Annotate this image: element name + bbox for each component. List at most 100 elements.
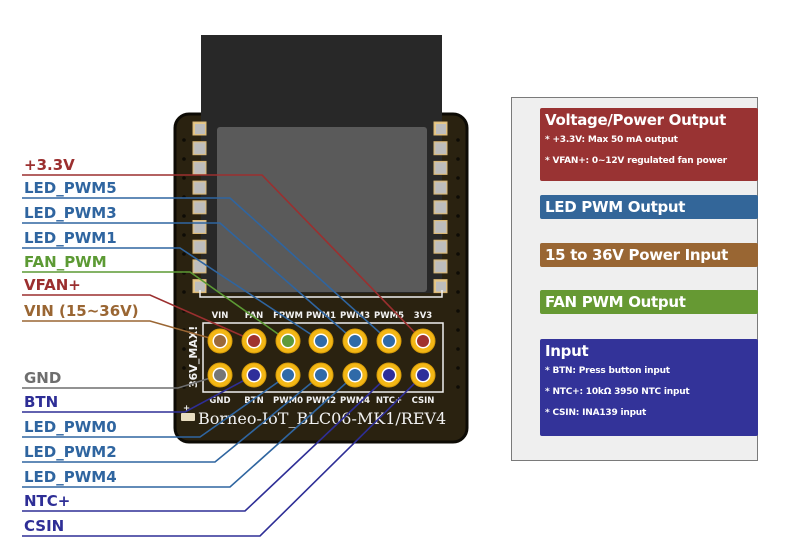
- module-pad-center: [436, 183, 446, 194]
- pin-label-vfan-: VFAN+: [24, 276, 81, 294]
- legend-led-pwm-output: LED PWM Output: [540, 195, 758, 219]
- silk-label-top: PWM1: [306, 311, 336, 321]
- leader-line-led-pwm2: [22, 374, 322, 463]
- silk-label-top: PWM5: [374, 311, 404, 321]
- via: [456, 252, 460, 256]
- leader-line-ntc-: [22, 374, 390, 512]
- leader-line-led-pwm5: [22, 197, 390, 342]
- leader-line-fan-pwm: [22, 271, 289, 342]
- silk-bracket: [199, 290, 443, 298]
- module-pad-center: [195, 281, 205, 292]
- via: [456, 347, 460, 351]
- silk-label-bottom: NTC+: [376, 396, 402, 406]
- via: [456, 271, 460, 275]
- silk-label-top: 3V3: [414, 311, 432, 321]
- module-pads: [192, 121, 448, 294]
- module-pad-center: [436, 202, 446, 213]
- leader-line-gnd: [22, 374, 221, 389]
- legend-input: Input * BTN: Press button input * NTC+: …: [540, 339, 758, 436]
- pin-labels: +3.3VLED_PWM5LED_PWM3LED_PWM1FAN_PWMVFAN…: [24, 156, 139, 535]
- pin-label-ntc-: NTC+: [24, 492, 70, 510]
- via: [456, 328, 460, 332]
- pin-label-btn: BTN: [24, 393, 58, 411]
- silk-label-bottom: GND: [209, 396, 230, 406]
- module-pad-center: [436, 261, 446, 272]
- pin-marker: [315, 335, 327, 347]
- via: [456, 290, 460, 294]
- legend-led-pwm-title: LED PWM Output: [545, 198, 686, 216]
- via: [456, 176, 460, 180]
- pin-marker: [417, 369, 429, 381]
- module-pad-center: [195, 143, 205, 154]
- via: [456, 366, 460, 370]
- legend-voltage-note-vfan: * VFAN+: 0~12V regulated fan power: [545, 156, 727, 166]
- pin-marker: [315, 369, 327, 381]
- pin-label-vin-15-36v-: VIN (15~36V): [24, 302, 139, 320]
- module-pad-center: [436, 222, 446, 233]
- via: [182, 157, 186, 161]
- leader-line-csin: [22, 374, 424, 537]
- module-pad-center: [195, 183, 205, 194]
- via: [182, 176, 186, 180]
- module-pad-center: [436, 124, 446, 134]
- leader-line-led-pwm3: [22, 222, 356, 342]
- voltage-warning: 36V_MAX!: [187, 326, 200, 388]
- legend-voltage-output: Voltage/Power Output * +3.3V: Max 50 mA …: [540, 108, 758, 181]
- silk-label-bottom: CSIN: [412, 396, 435, 406]
- header-outline: [202, 322, 444, 393]
- via: [456, 138, 460, 142]
- silk-label-top: PWM3: [340, 311, 370, 321]
- pin-marker: [349, 369, 361, 381]
- legend-input-note-btn: * BTN: Press button input: [545, 366, 670, 376]
- pin-marker: [383, 335, 395, 347]
- via: [456, 214, 460, 218]
- legend-input-note-csin: * CSIN: INA139 input: [545, 408, 647, 418]
- header-pins: [207, 328, 436, 388]
- via: [182, 214, 186, 218]
- legend-power-input-title: 15 to 36V Power Input: [545, 246, 728, 264]
- leader-line-btn: [22, 374, 255, 413]
- pin-marker: [349, 335, 361, 347]
- silk-label-bottom: BTN: [244, 396, 263, 406]
- module-pad-center: [195, 163, 205, 174]
- leader-line-vin-15-36v-: [22, 320, 221, 342]
- pin-label-led-pwm4: LED_PWM4: [24, 468, 117, 486]
- pin-label-led-pwm3: LED_PWM3: [24, 204, 117, 222]
- silk-label-bottom: PWM0: [273, 396, 303, 406]
- pin-marker: [214, 335, 226, 347]
- leader-lines: [22, 174, 424, 537]
- pin-label-led-pwm5: LED_PWM5: [24, 179, 117, 197]
- via: [456, 309, 460, 313]
- module-pad-center: [195, 222, 205, 233]
- pin-label-led-pwm1: LED_PWM1: [24, 229, 117, 247]
- silk-label-top: FPWM: [273, 311, 303, 321]
- via: [456, 157, 460, 161]
- leader-line--3-3v: [22, 174, 424, 342]
- module-pad-center: [436, 143, 446, 154]
- led-polarity-mark: +: [183, 404, 190, 414]
- module-pad-center: [195, 202, 205, 213]
- pin-label-fan-pwm: FAN_PWM: [24, 253, 107, 271]
- silk-label-bottom: PWM4: [340, 396, 370, 406]
- leader-line-vfan-: [22, 294, 255, 342]
- via: [456, 385, 460, 389]
- pin-marker: [282, 369, 294, 381]
- pin-label-gnd: GND: [24, 369, 61, 387]
- module-shield: [217, 127, 427, 292]
- legend-voltage-title: Voltage/Power Output: [545, 111, 727, 129]
- pin-marker: [248, 369, 260, 381]
- led-component: [181, 413, 195, 421]
- pin-marker: [282, 335, 294, 347]
- pin-label-led-pwm0: LED_PWM0: [24, 418, 117, 436]
- via: [456, 233, 460, 237]
- legend-fan-pwm-title: FAN PWM Output: [545, 293, 686, 311]
- via: [456, 195, 460, 199]
- pin-label-led-pwm2: LED_PWM2: [24, 443, 117, 461]
- legend-fan-pwm-output: FAN PWM Output: [540, 290, 758, 314]
- module-pad-center: [436, 242, 446, 253]
- silk-label-bottom: PWM2: [306, 396, 336, 406]
- legend-power-input: 15 to 36V Power Input: [540, 243, 758, 267]
